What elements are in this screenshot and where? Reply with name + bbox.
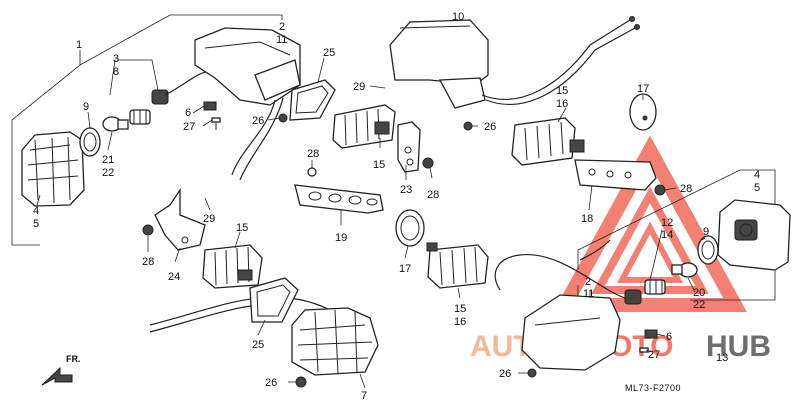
left-rear-assembly: [142, 187, 379, 388]
callout-10: 10: [452, 11, 464, 23]
callout-24: 24: [168, 271, 180, 283]
callout-27: 27: [183, 121, 195, 133]
callout-2: 2: [279, 21, 285, 33]
callout-8: 8: [113, 66, 119, 78]
bulb: [102, 116, 129, 132]
callout-15-upper-right: 15: [556, 85, 568, 97]
callout-17-lower: 17: [399, 263, 411, 275]
callout-7: 7: [361, 390, 367, 402]
collar-small: [307, 167, 317, 177]
callout-labels: 1 2 11 3 8 9 6 27 26 25 21 22 4 5 10 29 …: [33, 11, 760, 402]
screw: [211, 117, 221, 130]
callout-25-lower: 25: [252, 339, 264, 351]
callout-27-right: 27: [648, 349, 660, 361]
front-direction-arrow-icon: FR.: [41, 354, 81, 386]
callout-28-center: 28: [307, 148, 319, 160]
right-rear-assembly: [494, 169, 791, 378]
grommet-right: [463, 121, 473, 131]
collar: [422, 157, 434, 169]
callout-26-upper-left: 26: [252, 115, 264, 127]
callout-29-upper: 29: [353, 81, 365, 93]
callout-28-center-right: 28: [427, 189, 439, 201]
relay-unit-upper: [332, 104, 396, 149]
callout-9-right: 9: [703, 226, 709, 238]
callout-5-right: 5: [754, 182, 760, 194]
collar-right: [654, 184, 666, 196]
callout-14: 14: [661, 229, 673, 241]
rear-signal-housing: [389, 16, 640, 109]
leader-lines: [36, 57, 706, 389]
callout-16-upper-right: 16: [556, 98, 568, 110]
callout-12: 12: [661, 217, 673, 229]
callout-19: 19: [335, 232, 347, 244]
callout-17-upper-right: 17: [637, 83, 649, 95]
bulb-socket: [129, 71, 211, 125]
callout-15-lower-center: 15: [454, 303, 466, 315]
callout-11: 11: [276, 34, 287, 46]
callout-18: 18: [581, 213, 593, 225]
cover-disc: [629, 93, 657, 131]
housing-gasket: [289, 79, 336, 121]
callout-6-right: 6: [666, 331, 672, 343]
callout-5-left: 5: [33, 218, 39, 230]
callout-25-upper: 25: [323, 47, 335, 59]
callout-2-lower: 2: [585, 276, 591, 288]
watermark-word-hub: HUB: [706, 330, 771, 363]
turn-signal-lens: [21, 131, 85, 207]
callout-26-upper-right: 26: [484, 121, 496, 133]
relay-unit-right: [511, 117, 585, 166]
callout-1: 1: [76, 39, 82, 51]
callout-29-lower: 29: [203, 213, 215, 225]
relay-unit-middle: [426, 242, 489, 289]
callout-20: 20: [693, 287, 705, 299]
callout-26-lower-left: 26: [265, 377, 277, 389]
callout-15-lower-left: 15: [236, 222, 248, 234]
callout-22-right: 22: [693, 299, 705, 311]
callout-28-lower: 28: [142, 256, 154, 268]
callout-3: 3: [113, 53, 119, 65]
callout-26-lower-right: 26: [499, 368, 511, 380]
rubber-grommet: [278, 113, 288, 123]
stay-plate: [294, 184, 384, 214]
callout-6: 6: [185, 107, 191, 119]
diagram-code: ML73-F2700: [625, 383, 681, 393]
callout-23: 23: [400, 184, 412, 196]
nut: [203, 101, 217, 111]
turn-signal-housing: [194, 27, 301, 181]
rubber-ring: [395, 209, 425, 247]
callout-11-lower: 11: [583, 288, 594, 300]
front-direction-label: FR.: [66, 354, 81, 364]
callout-21: 21: [102, 154, 114, 166]
callout-15-center: 15: [373, 159, 385, 171]
callout-16-lower-center: 16: [454, 316, 466, 328]
callout-22: 22: [102, 167, 114, 179]
callout-4-left: 4: [33, 205, 39, 217]
lens-gasket: [79, 127, 101, 157]
left-front-assembly: [11, 14, 336, 246]
callout-4-right: 4: [754, 169, 760, 181]
callout-9: 9: [83, 101, 89, 113]
callout-13: 13: [716, 352, 728, 364]
relay-plate: [574, 159, 657, 191]
callout-28-right: 28: [680, 183, 692, 195]
